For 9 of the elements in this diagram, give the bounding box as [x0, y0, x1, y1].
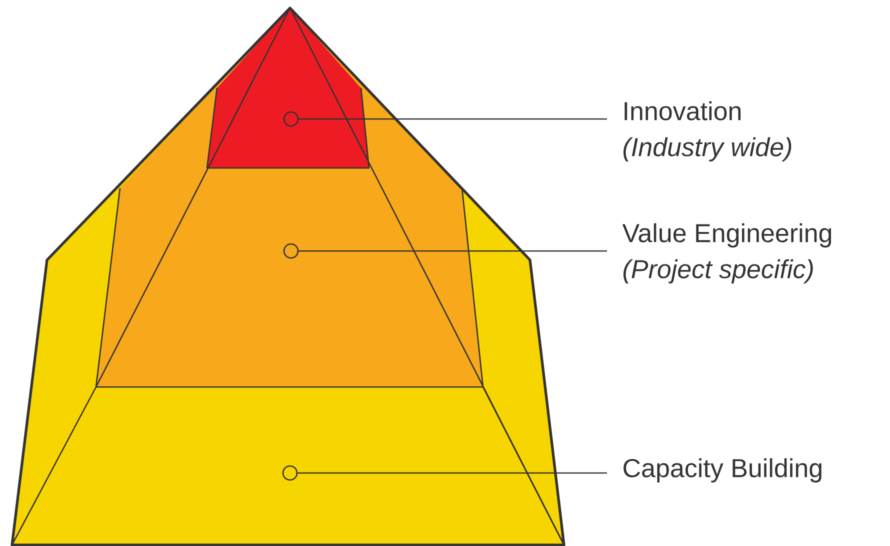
point-marker [282, 465, 298, 481]
leader-line [298, 472, 607, 474]
label-text: Value Engineering (Project specific) [622, 223, 832, 284]
leader-line [298, 250, 607, 252]
point-marker [283, 243, 299, 259]
point-marker [283, 111, 299, 127]
leader-line [298, 118, 607, 120]
label-text: Capacity Building [624, 458, 822, 482]
label-text: Innovation (Industry wide) [623, 101, 792, 162]
